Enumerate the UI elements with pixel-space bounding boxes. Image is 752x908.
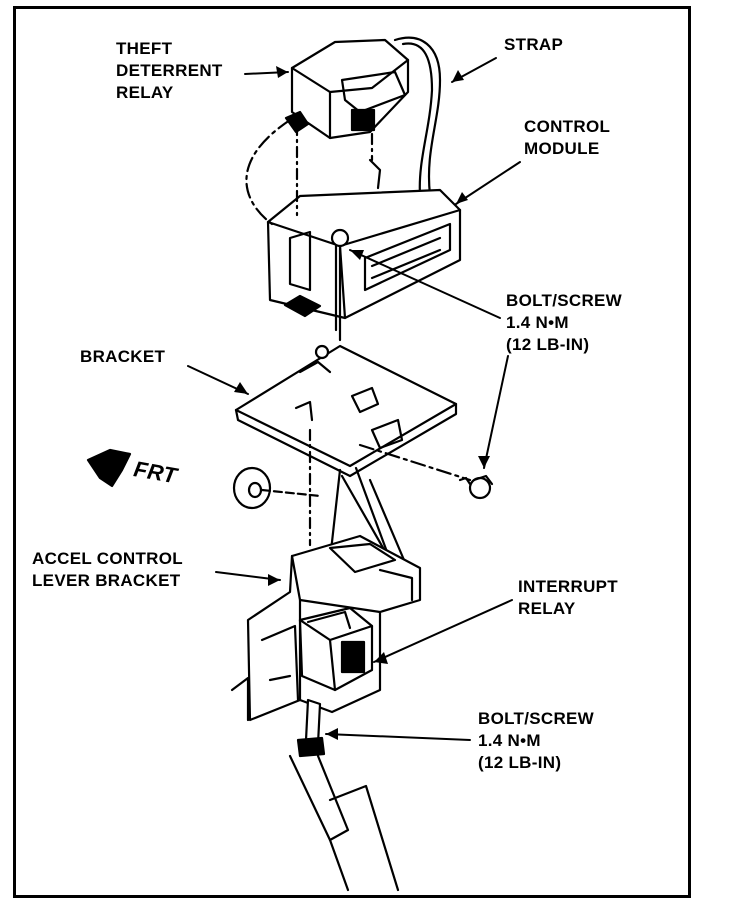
- washer: [232, 466, 322, 510]
- pedal-arm: [288, 754, 400, 892]
- label-interrupt-relay: INTERRUPT RELAY: [518, 577, 618, 618]
- strap: [393, 36, 442, 197]
- label-accel-control-lever-bracket: ACCEL CONTROL LEVER BRACKET: [32, 549, 183, 590]
- label-strap: STRAP: [504, 35, 564, 54]
- label-bracket: BRACKET: [80, 347, 166, 366]
- bracket-plate: [234, 344, 458, 478]
- arrow-front-icon: [86, 448, 132, 488]
- interrupt-relay: [298, 606, 374, 692]
- label-theft-deterrent-relay: THEFT DETERRENT RELAY: [116, 39, 223, 102]
- label-bolt-screw-bottom: BOLT/SCREW 1.4 N•M (12 LB-IN): [478, 709, 595, 772]
- control-module: [266, 158, 462, 320]
- label-bolt-screw-top: BOLT/SCREW 1.4 N•M (12 LB-IN): [506, 291, 623, 354]
- bolt-screw-bottom: [296, 698, 326, 758]
- theft-deterrent-relay: [284, 38, 410, 140]
- bolt-screw-right: [458, 474, 494, 500]
- label-control-module: CONTROL MODULE: [524, 117, 611, 158]
